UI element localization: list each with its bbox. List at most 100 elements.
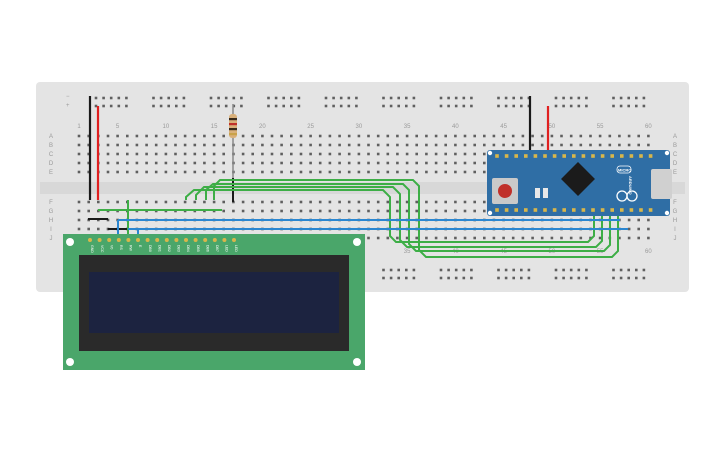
breadboard-hole <box>94 104 98 108</box>
breadboard-hole <box>159 96 163 100</box>
wires-green <box>98 179 619 258</box>
breadboard-hole <box>560 236 563 240</box>
breadboard-hole <box>608 143 612 147</box>
breadboard-hole <box>193 170 197 174</box>
breadboard-hole <box>647 134 650 138</box>
breadboard-hole <box>447 276 450 280</box>
breadboard-hole <box>347 152 351 156</box>
arduino-pin <box>629 208 634 212</box>
lcd-pin <box>136 238 140 242</box>
lcd-pin-label: DB4 <box>186 245 190 252</box>
breadboard-hole <box>627 276 630 280</box>
column-number-label: 50 <box>549 124 556 130</box>
breadboard-hole <box>357 170 361 174</box>
arduino-pin <box>610 154 614 158</box>
breadboard-hole <box>182 96 186 100</box>
resistor <box>229 114 237 138</box>
breadboard-hole <box>174 152 177 156</box>
breadboard-hole <box>579 143 583 147</box>
breadboard-hole <box>447 104 450 108</box>
column-number-label: 10 <box>163 124 170 130</box>
breadboard-hole <box>222 143 225 147</box>
breadboard-hole <box>439 276 443 280</box>
breadboard-hole <box>425 200 428 204</box>
breadboard-hole <box>203 143 206 147</box>
breadboard-hole <box>405 152 409 156</box>
breadboard-hole <box>497 104 500 108</box>
breadboard-hole <box>412 96 416 100</box>
breadboard-hole <box>116 170 119 174</box>
breadboard-hole <box>212 134 216 138</box>
breadboard-hole <box>647 218 650 222</box>
breadboard-hole <box>396 161 399 165</box>
breadboard-hole <box>97 200 100 204</box>
breadboard-hole <box>347 134 351 138</box>
arduino-pin <box>591 208 595 212</box>
breadboard-hole <box>290 143 293 147</box>
breadboard-hole <box>77 161 81 165</box>
breadboard-hole <box>224 104 228 108</box>
breadboard-hole <box>405 236 409 240</box>
breadboard-hole <box>338 161 341 165</box>
arduino-pin <box>639 208 643 212</box>
breadboard-hole <box>106 200 110 204</box>
breadboard-hole <box>106 134 110 138</box>
row-letter-label: D <box>49 161 54 167</box>
breadboard-hole <box>164 170 168 174</box>
breadboard-hole <box>540 236 544 240</box>
arduino-reset-button[interactable] <box>498 184 512 198</box>
lcd-pin-label: DB3 <box>177 245 181 252</box>
breadboard-hole <box>470 96 473 100</box>
breadboard-hole <box>241 209 245 213</box>
rail-minus-label: − <box>66 94 70 100</box>
breadboard-hole <box>579 134 583 138</box>
breadboard-hole <box>497 276 500 280</box>
breadboard-hole <box>145 152 148 156</box>
breadboard-hole <box>338 143 341 147</box>
breadboard-hole <box>77 152 81 156</box>
breadboard-hole <box>470 276 473 280</box>
breadboard-hole <box>164 152 168 156</box>
column-number-label: 40 <box>452 124 459 130</box>
breadboard-hole <box>577 268 581 272</box>
breadboard-hole <box>222 209 225 213</box>
breadboard-hole <box>290 161 293 165</box>
arduino-pin <box>600 208 605 212</box>
breadboard-hole <box>415 152 418 156</box>
breadboard-hole <box>483 134 486 138</box>
arduino-pin <box>600 154 605 158</box>
breadboard-hole <box>382 96 385 100</box>
breadboard-hole <box>209 104 213 108</box>
breadboard-hole <box>569 134 573 138</box>
breadboard-hole <box>270 170 274 174</box>
breadboard-hole <box>367 134 370 138</box>
breadboard-hole <box>425 161 428 165</box>
breadboard-hole <box>412 104 416 108</box>
breadboard-hole <box>135 143 139 147</box>
breadboard-hole <box>386 161 390 165</box>
breadboard-hole <box>637 227 640 231</box>
lcd-mount-hole-tl <box>66 238 74 246</box>
breadboard-hole <box>405 161 409 165</box>
breadboard-hole <box>222 161 225 165</box>
breadboard-hole <box>87 152 90 156</box>
breadboard-hole <box>203 134 206 138</box>
breadboard-hole <box>386 209 390 213</box>
breadboard-hole <box>318 209 322 213</box>
breadboard-hole <box>405 276 408 280</box>
breadboard-hole <box>405 200 409 204</box>
breadboard-hole <box>412 276 416 280</box>
lcd-pin-label: V0 <box>109 245 113 249</box>
arduino-pin <box>629 154 634 158</box>
breadboard-hole <box>376 161 380 165</box>
arduino-pin <box>524 208 528 212</box>
breadboard-hole <box>627 143 631 147</box>
breadboard-hole <box>504 104 508 108</box>
breadboard-hole <box>454 96 458 100</box>
lcd-pin-label: RW <box>129 245 133 251</box>
breadboard-hole <box>612 104 615 108</box>
breadboard-hole <box>463 134 467 138</box>
breadboard-hole <box>174 143 177 147</box>
breadboard-hole <box>444 170 447 174</box>
